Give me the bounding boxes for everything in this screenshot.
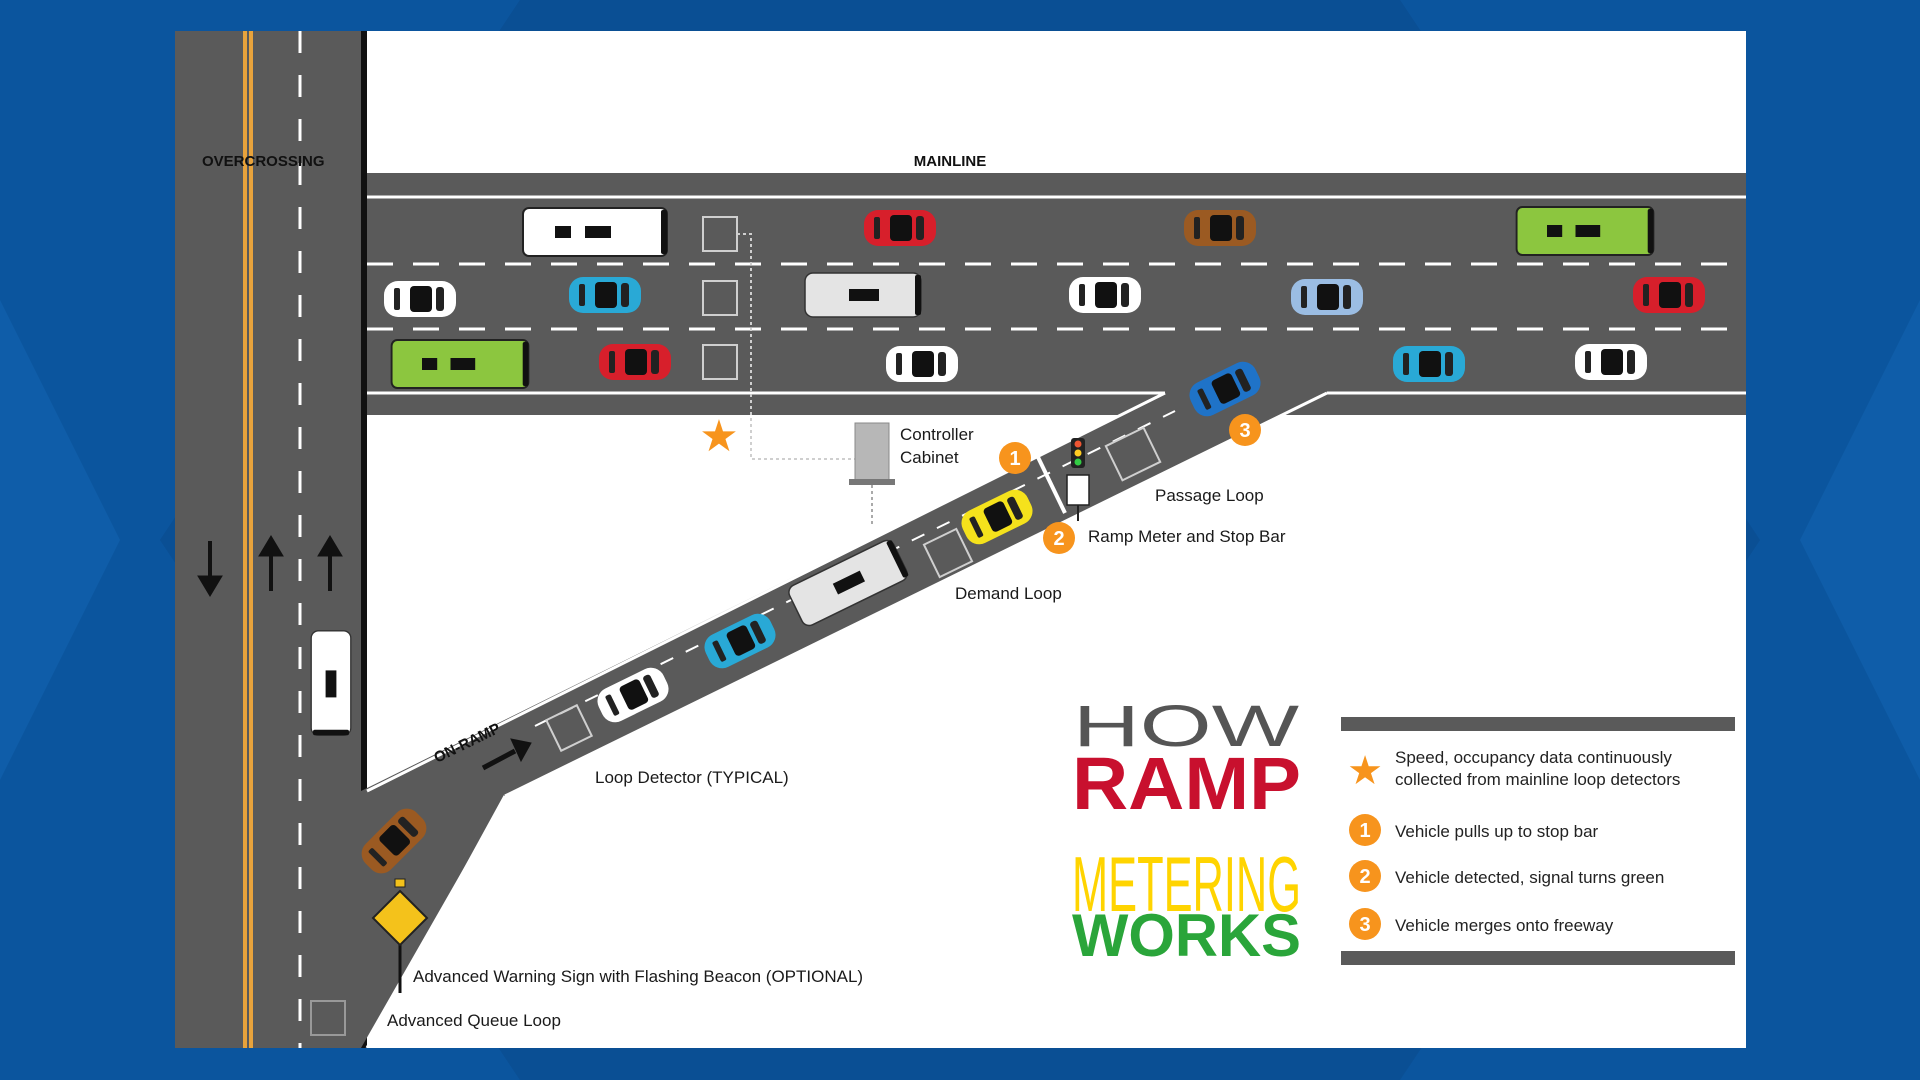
loop-detector-label: Loop Detector (TYPICAL): [595, 768, 789, 787]
demand-loop-label: Demand Loop: [955, 584, 1062, 603]
step-badge-2-label: 2: [1053, 528, 1064, 550]
controller-cabinet-label-1: Controller: [900, 425, 974, 444]
mainline-loop-detectors: [702, 216, 879, 460]
direction-arrows: [197, 535, 532, 771]
step-badge-2: 2: [1043, 522, 1075, 554]
legend-item-3: Vehicle detected, signal turns green: [1395, 868, 1664, 887]
step-badge-1: 1: [999, 442, 1031, 474]
title-how: HOW: [1073, 694, 1299, 759]
legend-item-1-line1: Speed, occupancy data continuously: [1395, 748, 1672, 767]
step-badge-3-label: 3: [1239, 420, 1250, 442]
ramp-meter-label: Ramp Meter and Stop Bar: [1088, 527, 1286, 546]
mainline-data-star-icon: ★: [699, 412, 738, 461]
legend-item-2: Vehicle pulls up to stop bar: [1395, 822, 1599, 841]
step-badge-3: 3: [1229, 414, 1261, 446]
title-metering: METERING: [1072, 840, 1301, 928]
legend-star-icon: ★: [1347, 749, 1383, 793]
controller-cabinet-label-2: Cabinet: [900, 448, 959, 467]
diagram-panel: ★: [175, 31, 1746, 1048]
title-ramp: RAMP: [1072, 742, 1301, 825]
legend-item-4: Vehicle merges onto freeway: [1395, 916, 1614, 935]
legend-badge-3: 3: [1359, 914, 1370, 936]
passage-loop-label: Passage Loop: [1155, 486, 1264, 505]
ramp-loops: [310, 426, 1162, 1036]
legend-badge-2: 2: [1359, 866, 1370, 888]
ramp-metering-diagram: ★: [175, 31, 1746, 1048]
legend-badge-1: 1: [1359, 820, 1370, 842]
overcrossing-label: OVERCROSSING: [202, 153, 325, 170]
warning-sign-icon: [371, 878, 429, 993]
mainline-label: MAINLINE: [914, 153, 987, 170]
legend-item-1-line2: collected from mainline loop detectors: [1395, 770, 1680, 789]
ramp-meter-signal-icon: [1033, 438, 1090, 521]
title-works: WORKS: [1072, 902, 1301, 969]
warning-sign-label: Advanced Warning Sign with Flashing Beac…: [413, 967, 863, 986]
legend: ★ Speed, occupancy data continuously col…: [1341, 717, 1735, 965]
controller-cabinet: [849, 422, 895, 526]
step-badge-1-label: 1: [1009, 448, 1020, 470]
queue-loop-label: Advanced Queue Loop: [387, 1011, 561, 1030]
